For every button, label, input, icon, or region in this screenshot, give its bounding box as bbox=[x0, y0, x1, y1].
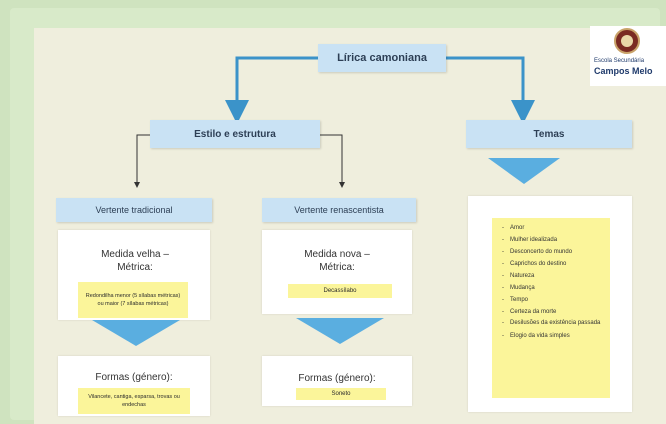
traditional-down-triangle bbox=[92, 320, 180, 346]
theme-item: Amor bbox=[502, 222, 610, 234]
theme-item: Elogio da vida simples bbox=[502, 330, 610, 342]
node-renaissance: Vertente renascentista bbox=[262, 198, 416, 222]
metric-card-renaissance bbox=[262, 230, 412, 314]
theme-item: Mudança bbox=[502, 282, 610, 294]
node-traditional: Vertente tradicional bbox=[56, 198, 212, 222]
node-themes: Temas bbox=[466, 120, 632, 148]
theme-item: Mulher idealizada bbox=[502, 234, 610, 246]
theme-item: Desconcerto do mundo bbox=[502, 246, 610, 258]
metric-detail-renaissance: Decassílabo bbox=[288, 284, 392, 298]
theme-item: Certeza da morte bbox=[502, 306, 610, 318]
forms-detail-traditional: Vilancete, cantiga, esparsa, trovas ou e… bbox=[78, 388, 190, 414]
root-node: Lírica camoniana bbox=[318, 44, 446, 72]
arrow-to-themes bbox=[446, 56, 535, 124]
theme-item: Tempo bbox=[502, 294, 610, 306]
node-style-structure: Estilo e estrutura bbox=[150, 120, 320, 148]
logo-line2: Campos Melo bbox=[594, 66, 653, 76]
forms-title-renaissance: Formas (género): bbox=[298, 373, 376, 384]
metric-title-traditional: Medida velha – Métrica: bbox=[101, 249, 169, 273]
logo-line1: Escola Secundária bbox=[594, 58, 645, 64]
themes-down-triangle bbox=[488, 158, 560, 184]
themes-list: Amor Mulher idealizada Desconcerto do mu… bbox=[498, 222, 610, 342]
metric-title-renaissance: Medida nova – Métrica: bbox=[304, 249, 370, 273]
theme-item: Desilusões da existência passada bbox=[502, 318, 610, 330]
theme-item: Caprichos do destino bbox=[502, 258, 610, 270]
seal-icon bbox=[614, 28, 640, 54]
theme-item: Natureza bbox=[502, 270, 610, 282]
forms-detail-renaissance: Soneto bbox=[296, 388, 386, 400]
forms-title-traditional: Formas (género): bbox=[95, 372, 173, 383]
renaissance-down-triangle bbox=[296, 318, 384, 344]
arrow-to-style bbox=[225, 56, 318, 124]
metric-detail-traditional: Redondilha menor (5 sílabas métricas) ou… bbox=[78, 282, 188, 318]
arrow-to-renaissance bbox=[310, 134, 345, 188]
school-logo: Escola Secundária Campos Melo bbox=[590, 26, 666, 86]
